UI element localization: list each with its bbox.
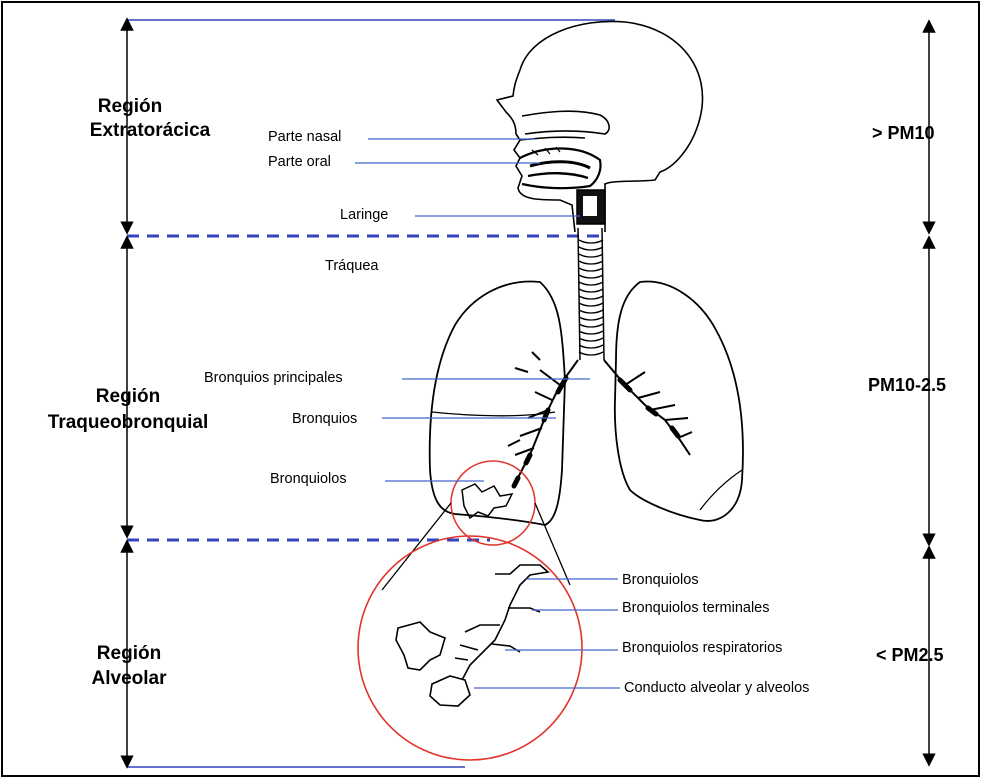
lung-right (615, 282, 743, 521)
trachea-ring (579, 289, 603, 292)
label-parte-nasal: Parte nasal (268, 129, 341, 145)
trachea-ring (579, 310, 603, 313)
trachea-ring (579, 352, 603, 355)
label-bronquiolos: Bronquiolos (270, 471, 347, 487)
region-extratoracica-line2: Extratorácica (90, 120, 211, 141)
pm-size-bottom: < PM2.5 (876, 645, 944, 665)
trachea-ring (579, 331, 603, 334)
region-alveolar-line1: Región (97, 643, 161, 664)
trachea-ring (579, 247, 603, 250)
larynx-trachea (577, 190, 605, 360)
trachea-ring (579, 261, 603, 264)
zoom-connector-left (382, 503, 451, 590)
alveolar-patch (462, 484, 512, 518)
trachea-ring (579, 317, 603, 320)
region-traqueobronquial-line2: Traqueobronquial (48, 412, 208, 433)
trachea-ring (579, 240, 603, 243)
trachea-ring (579, 303, 603, 306)
label-traquea: Tráquea (325, 258, 379, 274)
label-laringe: Laringe (340, 207, 388, 223)
trachea-ring (579, 254, 603, 257)
trachea-ring (579, 268, 603, 271)
trachea-ring (579, 345, 603, 348)
pm-size-middle: PM10-2.5 (868, 375, 946, 395)
label-parte-oral: Parte oral (268, 154, 331, 170)
trachea-ring (579, 282, 603, 285)
label-bronquios: Bronquios (292, 411, 357, 427)
pm-size-top: > PM10 (872, 123, 935, 143)
magnified-bronchioles (396, 565, 548, 706)
region-extratoracica-line1: Región (98, 96, 162, 117)
zoom-label-bronquiolos-respiratorios: Bronquiolos respiratorios (622, 640, 782, 656)
zoom-label-conducto-alveolar: Conducto alveolar y alveolos (624, 680, 809, 696)
trachea-ring (579, 338, 603, 341)
region-traqueobronquial-line1: Región (96, 386, 160, 407)
trachea-ring (579, 296, 603, 299)
zoom-label-bronquiolos-terminales: Bronquiolos terminales (622, 600, 770, 616)
label-bronquios-principales: Bronquios principales (204, 370, 343, 386)
lung-left (430, 282, 565, 525)
trachea-ring (579, 275, 603, 278)
region-alveolar-line2: Alveolar (92, 668, 168, 689)
zoom-label-bronquiolos: Bronquiolos (622, 572, 699, 588)
trachea-ring (579, 324, 603, 327)
